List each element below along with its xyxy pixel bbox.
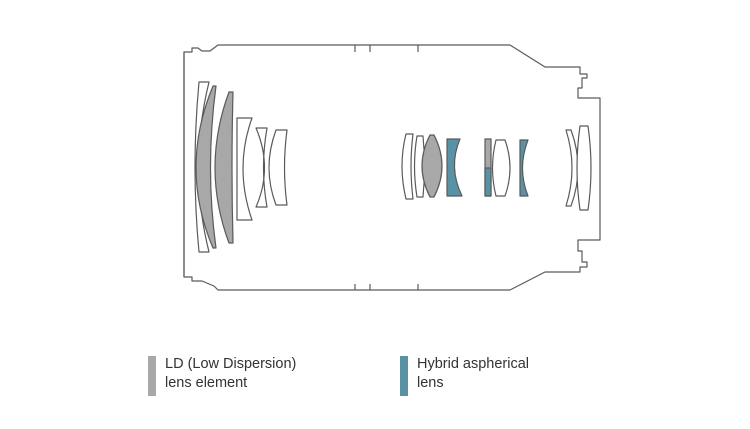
hybrid-aspherical-lens-10 bbox=[446, 138, 463, 197]
lens-construction-diagram bbox=[183, 44, 601, 291]
lens-element-5 bbox=[255, 127, 268, 208]
legend-item-hybrid: Hybrid aspherical lens bbox=[400, 355, 529, 396]
ld-lens-element-2 bbox=[195, 85, 217, 249]
legend-label-ld-line1: LD (Low Dispersion) bbox=[165, 356, 297, 372]
ld-lens-element-9 bbox=[421, 134, 443, 198]
legend-swatch-ld bbox=[148, 356, 156, 396]
legend-label-ld-line2: lens element bbox=[165, 375, 248, 391]
lens-element-6 bbox=[268, 129, 288, 206]
ld-lens-element-3 bbox=[214, 91, 234, 244]
lens-barrel-outline bbox=[183, 44, 601, 291]
hybrid-aspherical-lens-11-rear bbox=[484, 167, 492, 197]
legend-label-hybrid-line1: Hybrid aspherical bbox=[417, 356, 530, 372]
legend-label-hybrid-line2: lens bbox=[417, 375, 444, 391]
lens-element-4 bbox=[236, 117, 253, 221]
lens-element-15 bbox=[576, 125, 592, 211]
lens-element-12 bbox=[491, 139, 511, 197]
legend-swatch-hybrid bbox=[400, 356, 408, 396]
legend-item-ld: LD (Low Dispersion) lens element bbox=[148, 355, 296, 396]
lens-element-14 bbox=[565, 129, 579, 207]
lens-element-7 bbox=[401, 133, 414, 200]
hybrid-aspherical-lens-13 bbox=[519, 139, 529, 197]
